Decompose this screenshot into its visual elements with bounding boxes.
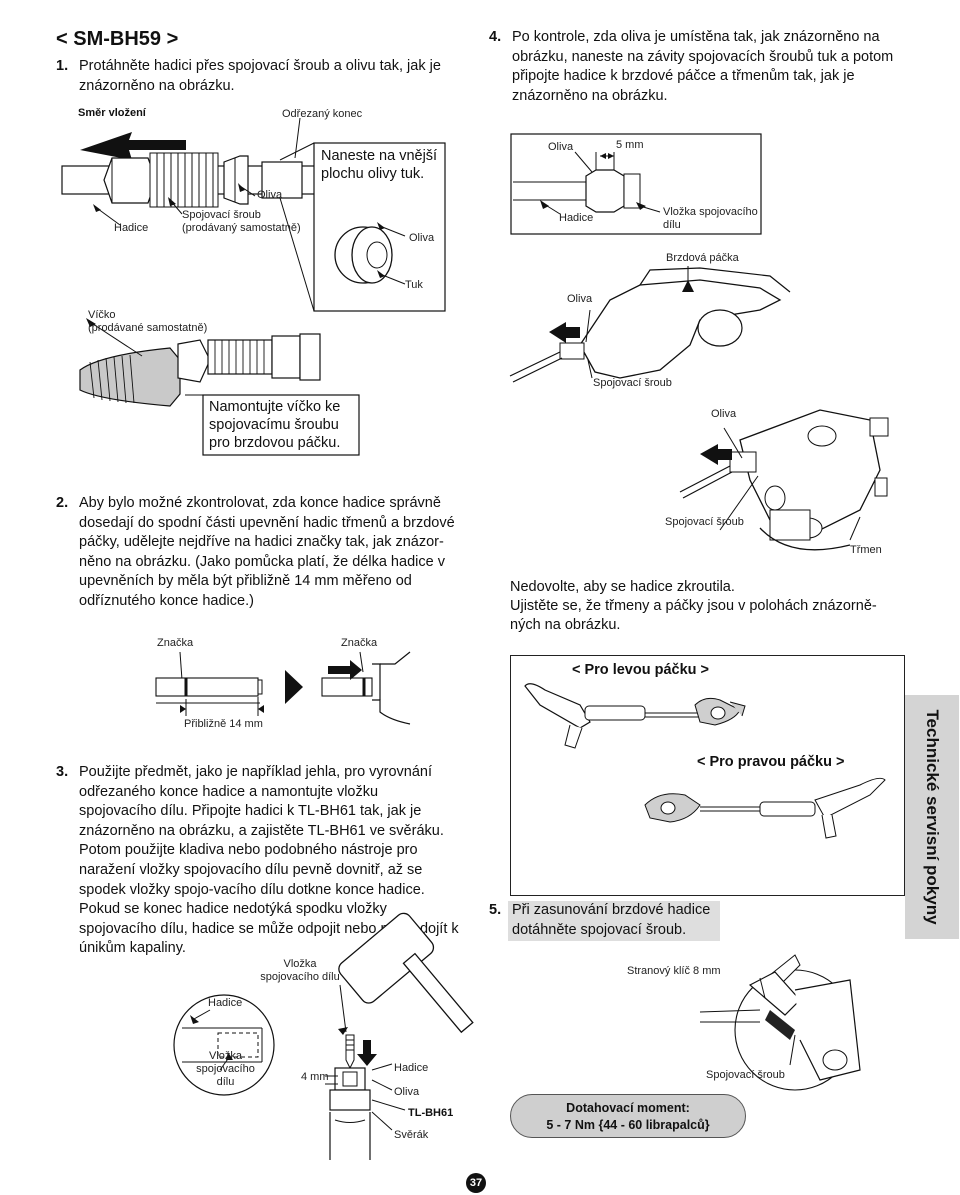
lever-diagram-box xyxy=(510,655,905,896)
wrench-icon xyxy=(748,971,801,1016)
left-lever xyxy=(524,683,591,729)
hose-label-4: Hadice xyxy=(394,1062,429,1074)
olive-label-3: Oliva xyxy=(394,1086,420,1098)
torque-title: Dotahovací moment: xyxy=(566,1101,690,1115)
tool-label: TL-BH61 xyxy=(408,1107,454,1119)
step-4: 4. Po kontrole, zda oliva je umístěna ta… xyxy=(489,28,899,108)
next-arrow-icon xyxy=(285,670,303,704)
hammer-icon xyxy=(338,912,474,1034)
bolt-label-4: Spojovací šroub xyxy=(706,1069,785,1081)
step-number: 1. xyxy=(56,58,69,74)
insert-direction-arrow xyxy=(80,132,186,160)
mm4-label: 4 mm xyxy=(301,1071,329,1083)
olive-label-4: Oliva xyxy=(548,141,574,153)
bolt-label: Spojovací šroub (prodávaný samostatně) xyxy=(182,209,301,234)
insert-label-top: Vložka spojovacího dílu xyxy=(260,958,340,983)
caliper-label: Třmen xyxy=(850,544,882,556)
grease-label: Tuk xyxy=(405,279,423,291)
vise-label: Svěrák xyxy=(394,1129,429,1141)
direction-label: Směr vložení xyxy=(78,107,146,119)
cap-note: Namontujte víčko ke spojovacímu šroubu p… xyxy=(209,399,341,451)
insert-label: Vložka spojovacího dílu xyxy=(663,206,758,231)
side-tab: Technické servisní pokyny xyxy=(905,695,959,939)
step-number: 3. xyxy=(56,764,69,780)
step-number: 2. xyxy=(56,495,69,511)
step-number: 5. xyxy=(489,902,502,918)
step-text: Po kontrole, zda oliva je umístěna tak, … xyxy=(512,29,894,104)
hose-label-5: Hadice xyxy=(559,212,594,224)
olive-label-6: Oliva xyxy=(711,408,737,420)
right-lever-title: < Pro pravou páčku > xyxy=(697,754,845,770)
olive xyxy=(223,155,249,205)
insert-arrow-icon xyxy=(549,322,580,343)
bolt-hex xyxy=(103,157,157,204)
side-tab-label: Technické servisní pokyny xyxy=(923,709,942,925)
step-number: 4. xyxy=(489,29,502,45)
step-text: Při zasunování brzdové hadice dotáhněte … xyxy=(512,902,711,938)
torque-box: Dotahovací moment: 5 - 7 Nm {44 - 60 lib… xyxy=(510,1094,746,1138)
step-text: Aby bylo možné zkontrolovat, zda konce h… xyxy=(79,495,455,609)
cut-end-label: Odřezaný konec xyxy=(282,108,363,120)
olive-label-2: Oliva xyxy=(409,232,435,244)
step-2: 2. Aby bylo možné zkontrolovat, zda konc… xyxy=(56,494,461,614)
page-title: < SM-BH59 > xyxy=(56,28,179,50)
bolt-label-3: Spojovací šroub xyxy=(665,516,744,528)
cap xyxy=(79,347,181,407)
mark-label-2: Značka xyxy=(341,637,378,649)
approx-label: Přibližně 14 mm xyxy=(184,718,263,730)
cap-label: Víčko (prodávané samostatně) xyxy=(88,309,208,334)
page-number: 37 xyxy=(466,1173,486,1193)
wrench-label: Stranový klíč 8 mm xyxy=(627,965,721,977)
mark-label-1: Značka xyxy=(157,637,194,649)
hose-label: Hadice xyxy=(114,222,149,234)
hose-detail-circle xyxy=(173,994,275,1096)
step-5: 5. Při zasunování brzdové hadice dotáhně… xyxy=(489,901,729,941)
step-1: 1. Protáhněte hadici přes spojovací šrou… xyxy=(56,57,456,97)
position-note: Ujistěte se, že třmeny a páčky jsou v po… xyxy=(510,598,877,633)
left-lever-title: < Pro levou páčku > xyxy=(572,662,709,678)
brake-lever-label: Brzdová páčka xyxy=(666,252,739,264)
twist-note: Nedovolte, aby se hadice zkroutila. xyxy=(510,579,735,595)
step-text: Použijte předmět, jako je například jehl… xyxy=(79,764,459,957)
mm5-label: 5 mm xyxy=(616,139,644,151)
hose-label-3: Hadice xyxy=(208,997,243,1009)
insert-label-left: Vložka spojovacího dílu xyxy=(196,1050,255,1088)
olive-label-5: Oliva xyxy=(567,293,593,305)
grease-note: Naneste na vnější plochu olivy tuk. xyxy=(321,148,438,182)
down-arrow-icon xyxy=(357,1040,377,1066)
step-3: 3. Použijte předmět, jako je například j… xyxy=(56,763,461,956)
olive-label: Oliva xyxy=(257,189,283,201)
step-text: Protáhněte hadici přes spojovací šroub a… xyxy=(79,58,441,94)
torque-value: 5 - 7 Nm {44 - 60 librapalců} xyxy=(546,1118,710,1132)
bolt-label-2: Spojovací šroub xyxy=(593,377,672,389)
